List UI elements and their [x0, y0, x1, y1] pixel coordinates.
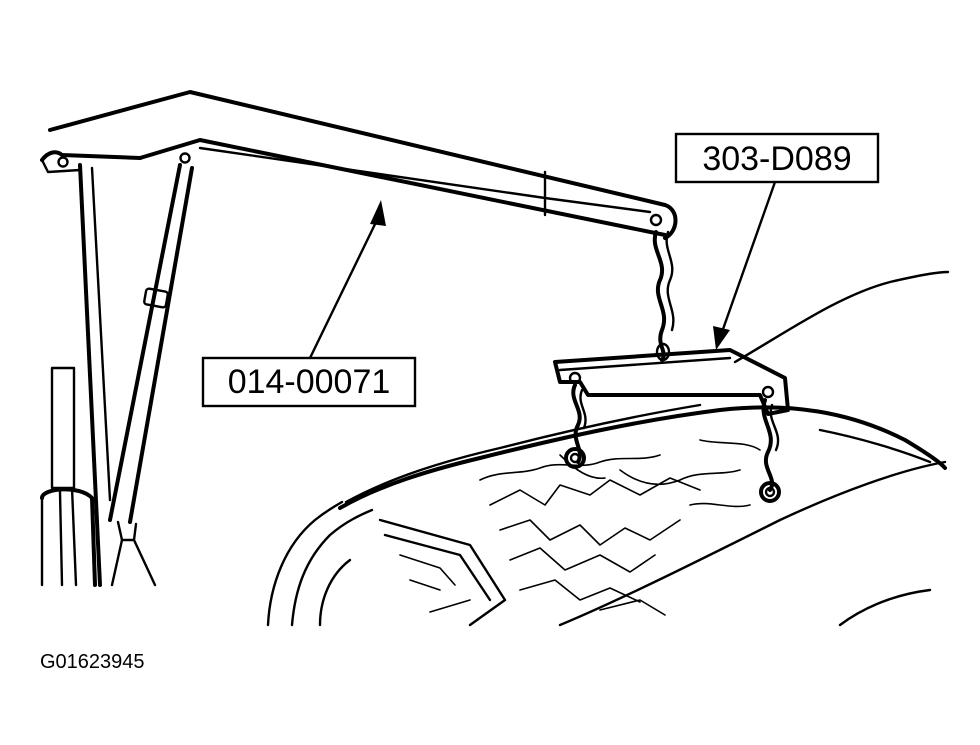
floor-crane	[40, 90, 678, 587]
lift-chain	[652, 230, 675, 362]
callout-bracket-label: 303-D089	[702, 140, 851, 178]
callout-crane-label: 014-00071	[228, 363, 391, 401]
callout-crane: 014-00071	[201, 200, 417, 408]
vehicle-engine-bay	[266, 270, 950, 627]
figure-id-label: G01623945	[40, 651, 145, 673]
callout-bracket: 303-D089	[674, 132, 880, 350]
lifting-bracket	[553, 348, 790, 503]
